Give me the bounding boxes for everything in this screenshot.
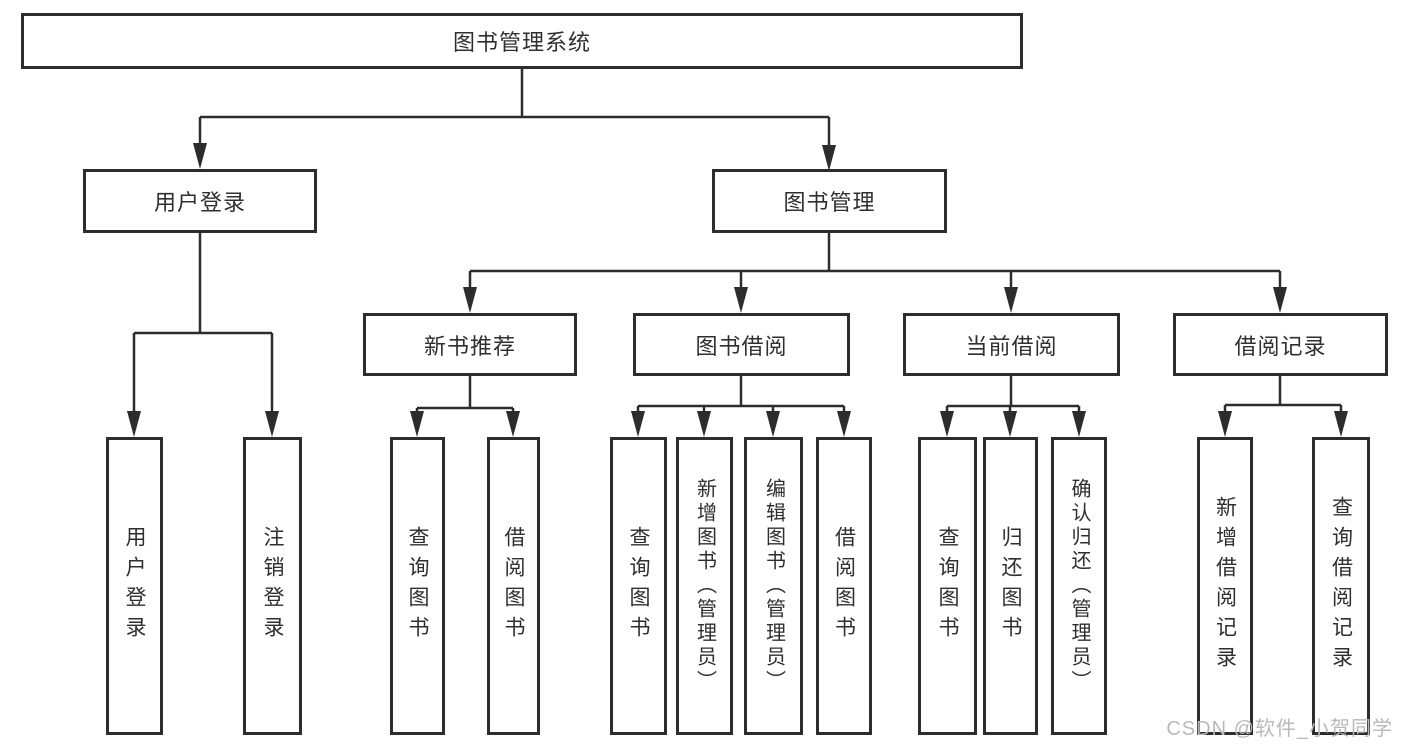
- leaf-query-books-recommend: 查询图书: [390, 437, 445, 735]
- leaf-label: 查询图书: [406, 526, 429, 646]
- leaf-query-borrow-record: 查询借阅记录: [1312, 437, 1370, 735]
- leaf-label: 查询图书: [627, 526, 650, 646]
- node-label: 图书借阅: [695, 333, 788, 359]
- leaf-label: 借阅图书: [502, 526, 525, 646]
- leaf-edit-books-admin: 编辑图书（管理员）: [744, 437, 803, 735]
- leaf-confirm-return-admin: 确认归还（管理员）: [1051, 437, 1107, 735]
- leaf-borrow-books: 借阅图书: [816, 437, 872, 735]
- leaf-label: 确认归还（管理员）: [1068, 478, 1090, 694]
- node-label: 借阅记录: [1234, 333, 1327, 359]
- node-label: 新书推荐: [423, 333, 516, 359]
- node-current-borrow: 当前借阅: [903, 313, 1120, 376]
- node-book-borrow: 图书借阅: [633, 313, 850, 376]
- leaf-label: 新增图书（管理员）: [693, 478, 716, 694]
- leaf-add-borrow-record: 新增借阅记录: [1197, 437, 1253, 735]
- leaf-label: 查询借阅记录: [1329, 496, 1353, 676]
- leaf-user-login: 用户登录: [106, 437, 163, 735]
- leaf-query-books-borrow: 查询图书: [610, 437, 667, 735]
- node-new-book-recommend: 新书推荐: [363, 313, 577, 376]
- node-borrow-record: 借阅记录: [1173, 313, 1388, 376]
- node-user-login: 用户登录: [83, 169, 317, 233]
- leaf-borrow-books-recommend: 借阅图书: [487, 437, 540, 735]
- node-library-management-system: 图书管理系统: [21, 13, 1023, 69]
- node-label: 用户登录: [153, 190, 246, 215]
- leaf-label: 归还图书: [999, 526, 1022, 646]
- leaf-logout: 注销登录: [243, 437, 302, 735]
- leaf-label: 编辑图书（管理员）: [762, 478, 785, 694]
- node-label: 图书管理系统: [452, 30, 591, 55]
- leaf-label: 用户登录: [123, 526, 146, 646]
- leaf-label: 注销登录: [261, 526, 284, 646]
- node-label: 图书管理: [783, 190, 876, 215]
- leaf-add-books-admin: 新增图书（管理员）: [676, 437, 733, 735]
- leaf-label: 查询图书: [936, 526, 959, 646]
- csdn-watermark: CSDN @软件_小贺同学: [1166, 718, 1393, 740]
- leaf-return-books: 归还图书: [983, 437, 1038, 735]
- node-label: 当前借阅: [965, 333, 1058, 359]
- leaf-label: 新增借阅记录: [1213, 496, 1237, 676]
- leaf-query-books-current: 查询图书: [918, 437, 977, 735]
- node-book-management: 图书管理: [712, 169, 947, 233]
- leaf-label: 借阅图书: [832, 526, 856, 646]
